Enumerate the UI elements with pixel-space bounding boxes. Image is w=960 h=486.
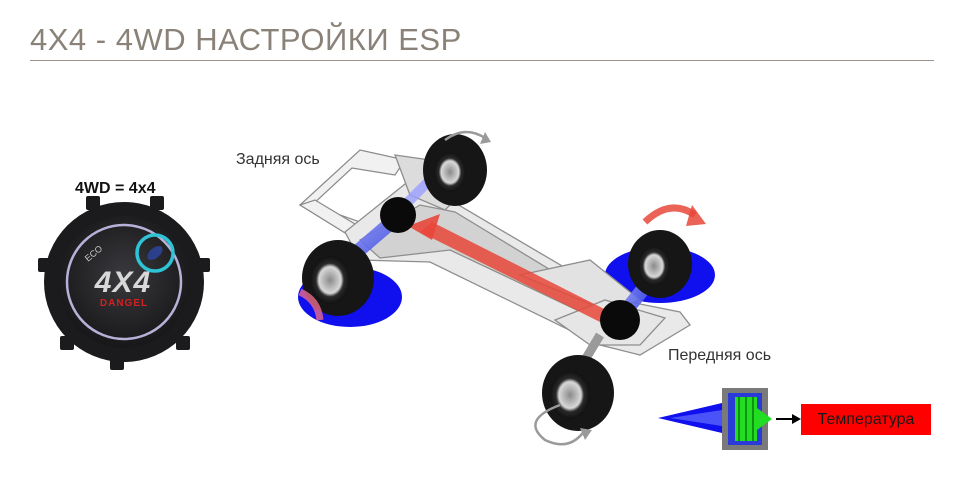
rotation-arrow-rear-top [444,130,491,144]
knob-mode-indicator [147,246,163,260]
wheel-rear-top [423,134,487,206]
title-divider [30,60,934,61]
temperature-sensor [658,388,801,450]
wheel-rear-left [302,240,374,316]
rotation-arrow-front-right [642,204,706,226]
knob-highlight-circle [135,233,175,273]
rear-differential [380,197,416,233]
rotation-arrow-front-left [534,403,592,446]
slide-title: 4X4 - 4WD НАСТРОЙКИ ESP [30,22,462,57]
torque-flow-arrow [408,214,622,328]
temperature-label: Температура [817,411,915,428]
chassis-diagram [298,130,715,446]
rear-left-brake-hint [298,288,324,321]
knob-caption: 4WD = 4x4 [75,180,156,197]
temperature-label-box: Температура [801,404,931,435]
front-differential [600,300,640,340]
wheel-front-left [542,355,614,431]
rear-axle-label: Задняя ось [236,151,320,168]
wheel-front-right [628,230,692,298]
knob-brand-text: DANGEL [100,298,148,309]
mode-knob[interactable]: ECO 4X4 DANGEL [38,196,210,370]
knob-4x4-logo: 4X4 [94,266,151,299]
front-axle-label: Передняя ось [668,347,772,364]
knob-inner-ring [65,223,183,341]
